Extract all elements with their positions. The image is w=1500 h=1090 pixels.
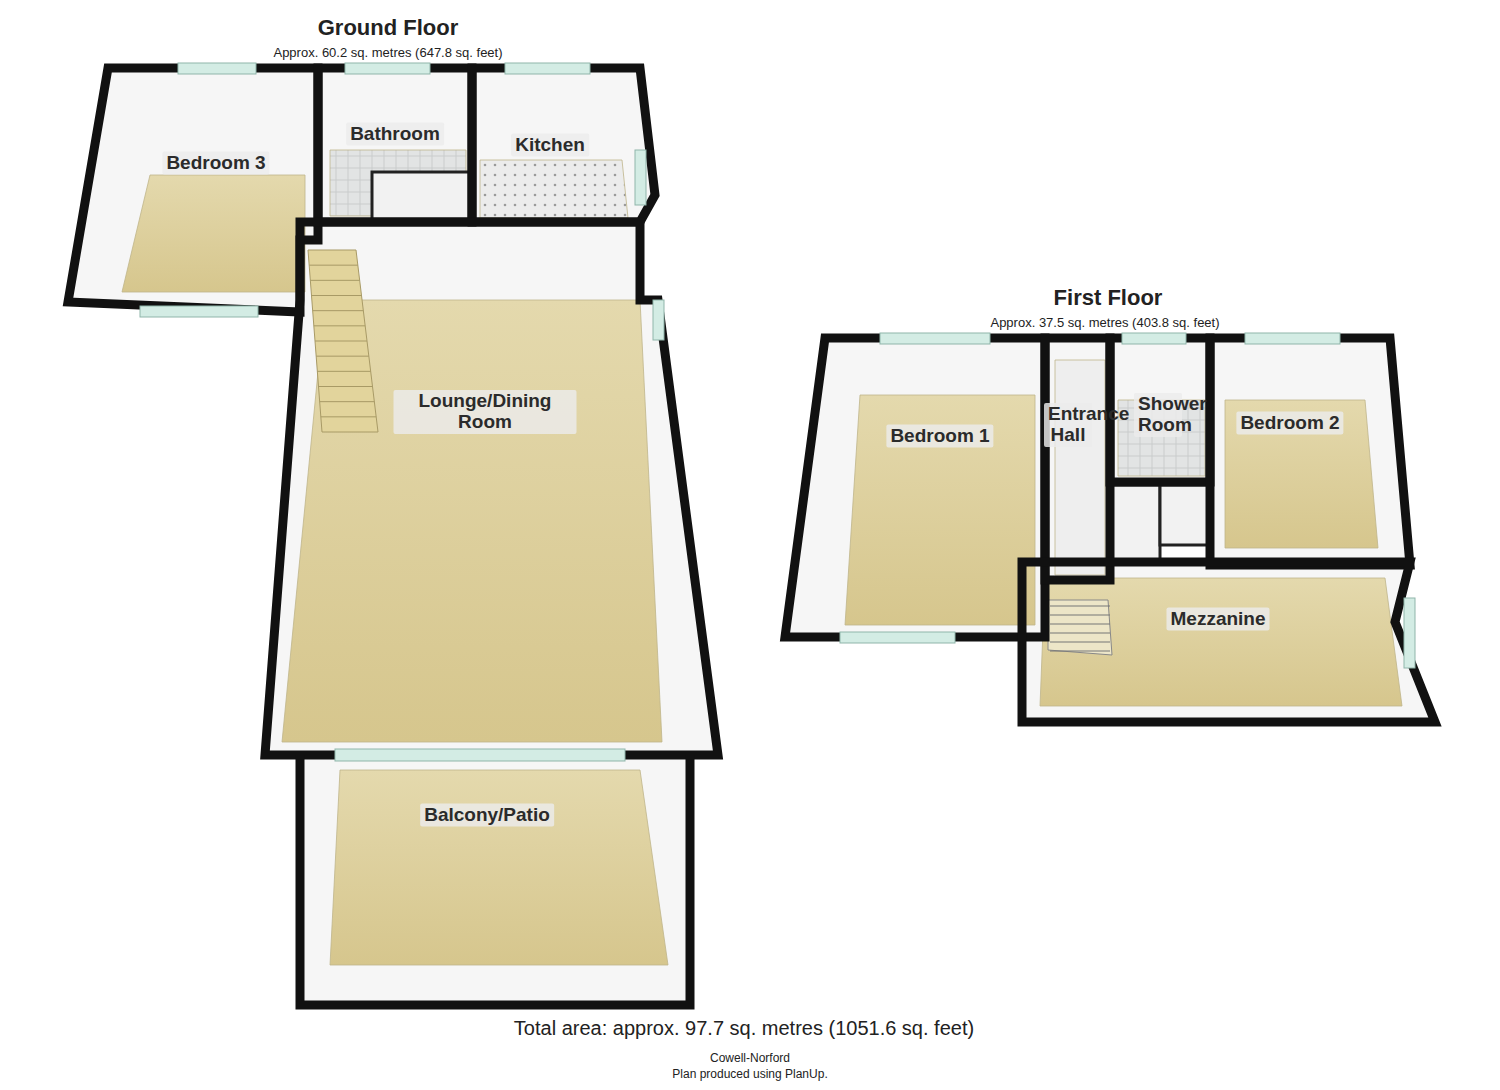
wall-face — [265, 222, 718, 755]
wall-face — [300, 755, 690, 1005]
outer-wall — [265, 222, 718, 755]
room-name: Kitchen — [511, 134, 589, 157]
room-name: Entrance Hall — [1044, 403, 1092, 447]
wall-face — [1022, 562, 1435, 722]
room-name: Bedroom 3 — [162, 152, 269, 175]
outer-wall — [1045, 338, 1110, 580]
stair-rail — [1048, 600, 1112, 655]
room-floor — [1225, 400, 1378, 548]
room-name: Shower Room — [1134, 393, 1182, 437]
room-name: Balcony/Patio — [420, 804, 554, 827]
floor-heading: First Floor — [1054, 285, 1163, 311]
room: Bathroom — [325, 100, 470, 215]
room-name: Bedroom 1 — [886, 425, 993, 448]
wall-face — [1045, 338, 1110, 580]
room: Mezzanine — [1045, 578, 1395, 706]
room-floor — [1055, 360, 1105, 575]
window — [178, 63, 256, 74]
cupboard — [1160, 485, 1212, 545]
total-area-caption: Total area: approx. 97.7 sq. metres (105… — [514, 1017, 974, 1040]
room: Entrance Hall — [1028, 345, 1112, 575]
outer-wall — [1022, 562, 1435, 722]
room-floor — [480, 160, 628, 218]
window — [140, 306, 258, 317]
agent-name: Cowell-Norford — [710, 1051, 790, 1065]
floor-area: Approx. 60.2 sq. metres (647.8 sq. feet) — [273, 45, 502, 60]
outer-wall — [1110, 338, 1210, 482]
window — [840, 632, 955, 643]
room-name: Mezzanine — [1166, 608, 1269, 631]
wall-face — [1110, 338, 1210, 482]
plan-credit: Plan produced using PlanUp. — [672, 1067, 827, 1081]
room: Balcony/Patio — [330, 772, 660, 964]
wall-face — [1210, 338, 1410, 565]
window — [635, 150, 646, 205]
wall-face — [785, 338, 1045, 637]
outer-wall — [318, 68, 472, 222]
floor-heading: Ground Floor — [318, 15, 459, 41]
outer-wall — [785, 338, 1045, 637]
floor-area: Approx. 37.5 sq. metres (403.8 sq. feet) — [990, 315, 1219, 330]
room-floor — [122, 175, 305, 292]
window — [345, 63, 430, 74]
rooms — [68, 63, 1435, 1005]
window — [335, 749, 625, 761]
outer-wall — [472, 68, 655, 222]
window — [1122, 333, 1186, 344]
room: Shower Room — [1113, 345, 1209, 477]
room-floor — [330, 770, 668, 965]
room: Kitchen — [478, 100, 628, 215]
window — [1404, 598, 1415, 668]
room: Bedroom 2 — [1215, 360, 1380, 548]
wall-face — [68, 68, 318, 312]
room-floor — [845, 395, 1035, 625]
outer-wall — [1210, 338, 1410, 565]
outer-wall — [300, 755, 690, 1005]
room-name: Bathroom — [346, 123, 444, 146]
cupboard — [1112, 485, 1160, 560]
cupboard — [372, 172, 470, 222]
room: Bedroom 3 — [125, 120, 300, 292]
window — [653, 300, 664, 340]
window — [505, 63, 590, 74]
room-floor — [1040, 578, 1402, 706]
window — [880, 333, 990, 344]
outer-wall — [68, 68, 318, 312]
room: Lounge/Dining Room — [305, 300, 657, 740]
wall-face — [472, 68, 655, 222]
room-name: Bedroom 2 — [1236, 412, 1343, 435]
wall-face — [318, 68, 472, 222]
room-name: Lounge/Dining Room — [394, 390, 577, 434]
room: Bedroom 1 — [850, 396, 1035, 624]
window — [1245, 333, 1340, 344]
staircase — [308, 250, 378, 432]
